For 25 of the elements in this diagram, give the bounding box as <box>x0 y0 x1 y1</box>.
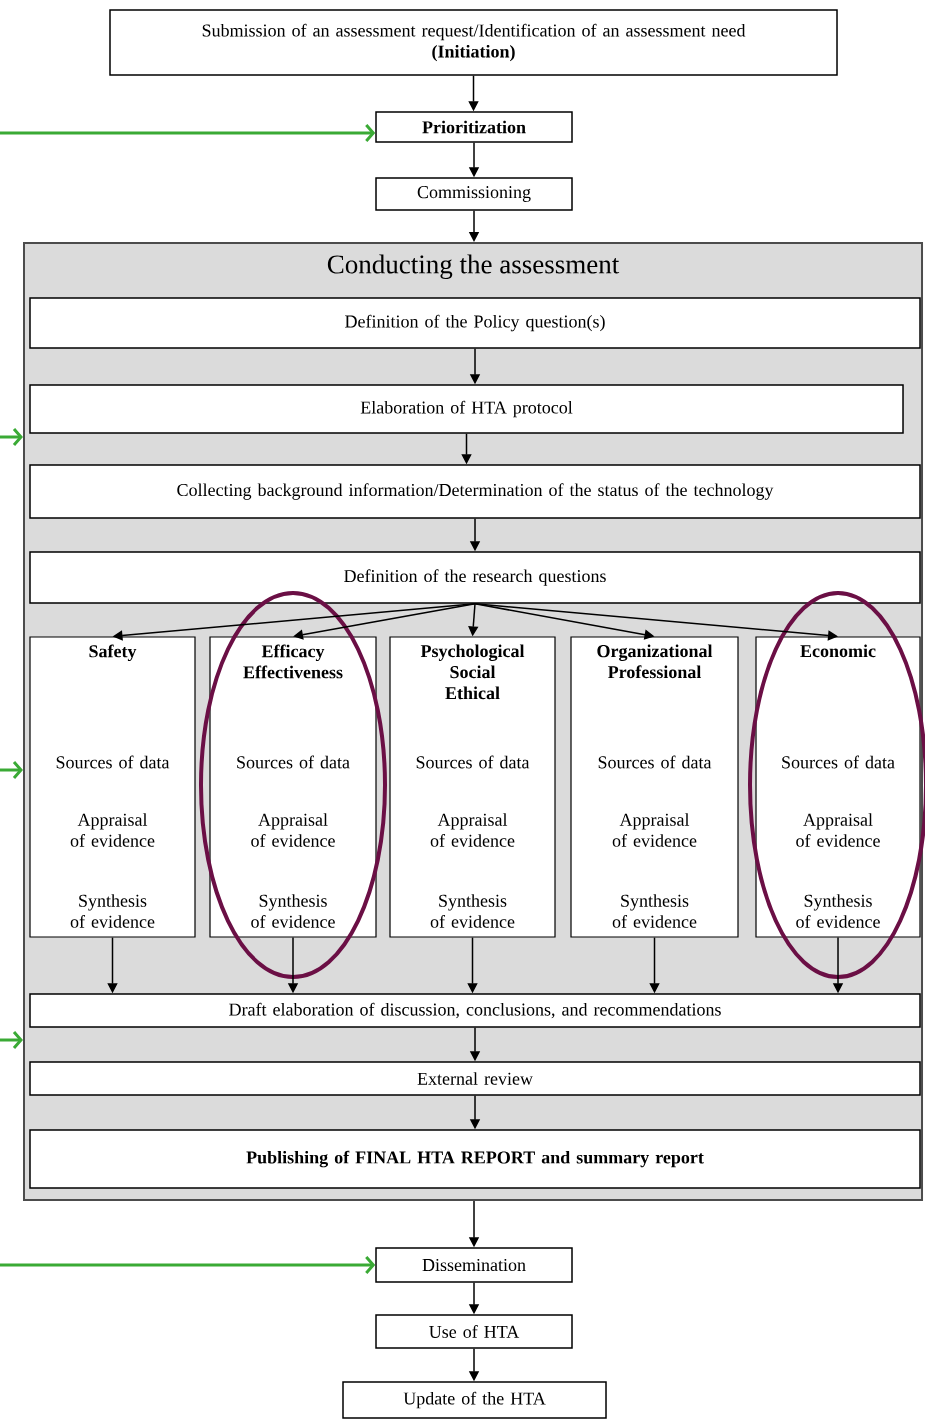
process-box: Elaboration of HTA protocol <box>29 384 904 434</box>
arrow <box>0 428 23 446</box>
arrow <box>293 603 476 640</box>
process-box: Submission of an assessment request/Identification of an assessment need (Initiation) <box>109 9 838 76</box>
process-box: Publishing of FINAL HTA REPORT and summary report <box>29 1129 921 1189</box>
process-box: Collecting background information/Determination of the status of the technology <box>29 464 921 519</box>
process-box: External review <box>29 1061 921 1096</box>
topic-box: Efficacy Effectiveness Sources of data Appraisal of evidence Synthesis of evidence <box>209 636 377 938</box>
process-box: Commissioning <box>375 177 573 211</box>
topic-box: Organizational Professional Sources of data Appraisal of evidence Synthesis of evidence <box>570 636 739 938</box>
arrow <box>0 124 376 142</box>
topic-box: Safety Sources of data Appraisal of evidence Synthesis of evidence <box>29 636 196 938</box>
process-box: Dissemination <box>375 1247 573 1283</box>
arrow <box>0 1256 376 1274</box>
topic-box: Economic Sources of data Appraisal of evidence Synthesis of evidence <box>755 636 921 938</box>
process-box: Definition of the research questions <box>29 551 921 604</box>
arrow <box>0 1031 23 1049</box>
process-box: Prioritization <box>375 111 573 143</box>
topic-box: Psychological Social Ethical Sources of data Appraisal of evidence Synthesis of evidence <box>389 636 556 938</box>
arrow <box>0 761 23 779</box>
process-box: Update of the HTA <box>342 1381 607 1419</box>
process-box: Use of HTA <box>375 1314 573 1349</box>
process-box: Draft elaboration of discussion, conclusions, and recommendations <box>29 993 921 1028</box>
process-box: Definition of the Policy question(s) <box>29 297 921 349</box>
arrow <box>474 603 838 641</box>
